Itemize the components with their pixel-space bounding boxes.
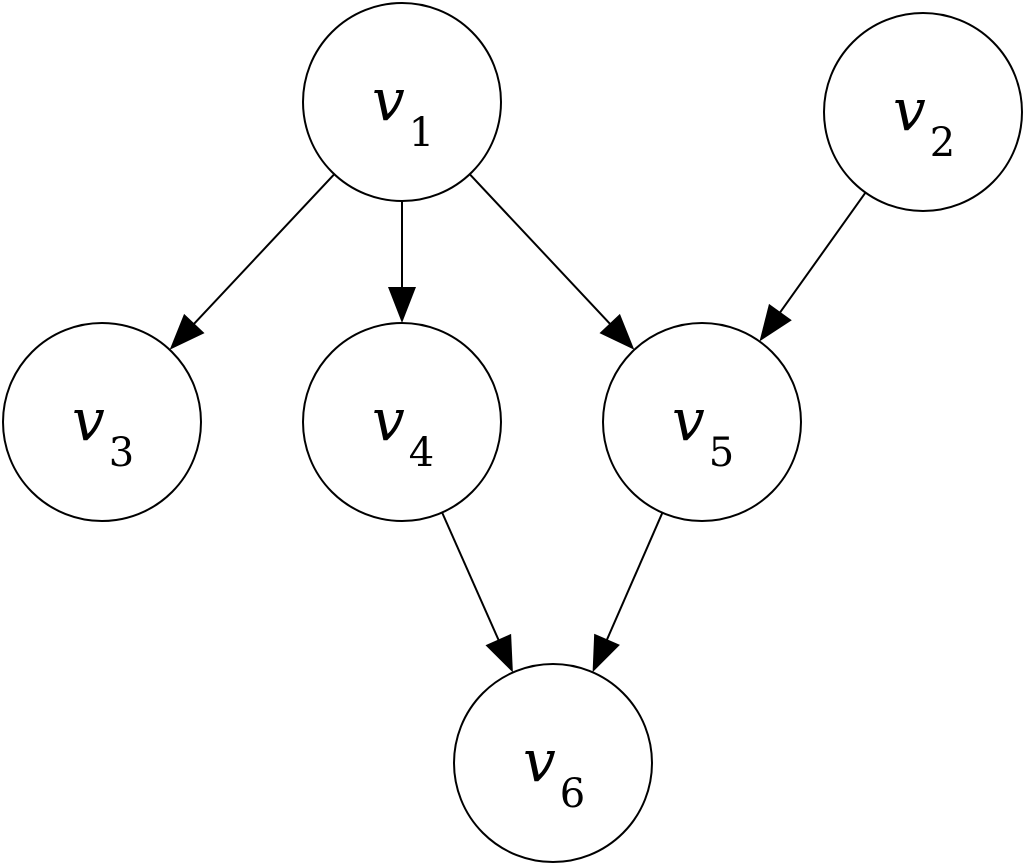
node-subscript: 2 (930, 120, 955, 166)
edge-line (468, 173, 614, 328)
edge-v1-to-v3 (169, 173, 336, 350)
edge-line (441, 512, 501, 644)
edge-v1-to-v4 (388, 201, 416, 323)
node-variable: v (372, 386, 405, 454)
node-subscript: 4 (409, 430, 434, 476)
node-variable: v (72, 386, 105, 454)
edge-line (604, 512, 664, 644)
node-circle (453, 663, 653, 863)
node-variable: v (523, 727, 556, 795)
node-circle (602, 322, 802, 522)
node-subscript: 1 (409, 110, 434, 156)
node-subscript: 5 (709, 430, 734, 476)
edges-layer (169, 173, 867, 673)
arrowhead-icon (592, 633, 620, 673)
edge-v1-to-v5 (468, 173, 635, 350)
edge-v5-to-v6 (592, 512, 664, 673)
node-circle (823, 12, 1023, 212)
node-variable: v (372, 66, 405, 134)
edge-line (190, 173, 336, 328)
edge-v2-to-v5 (759, 192, 867, 342)
node-circle (302, 2, 502, 202)
node-circle (2, 322, 202, 522)
arrowhead-icon (388, 287, 416, 323)
edge-v4-to-v6 (441, 512, 513, 673)
arrowhead-icon (599, 313, 635, 350)
arrowhead-icon (169, 313, 205, 350)
edge-line (777, 192, 867, 316)
arrowhead-icon (485, 633, 513, 673)
node-variable: v (672, 386, 705, 454)
node-variable: v (893, 76, 926, 144)
node-subscript: 6 (560, 771, 585, 817)
node-subscript: 3 (109, 430, 134, 476)
node-circle (302, 322, 502, 522)
arrowhead-icon (759, 303, 792, 342)
